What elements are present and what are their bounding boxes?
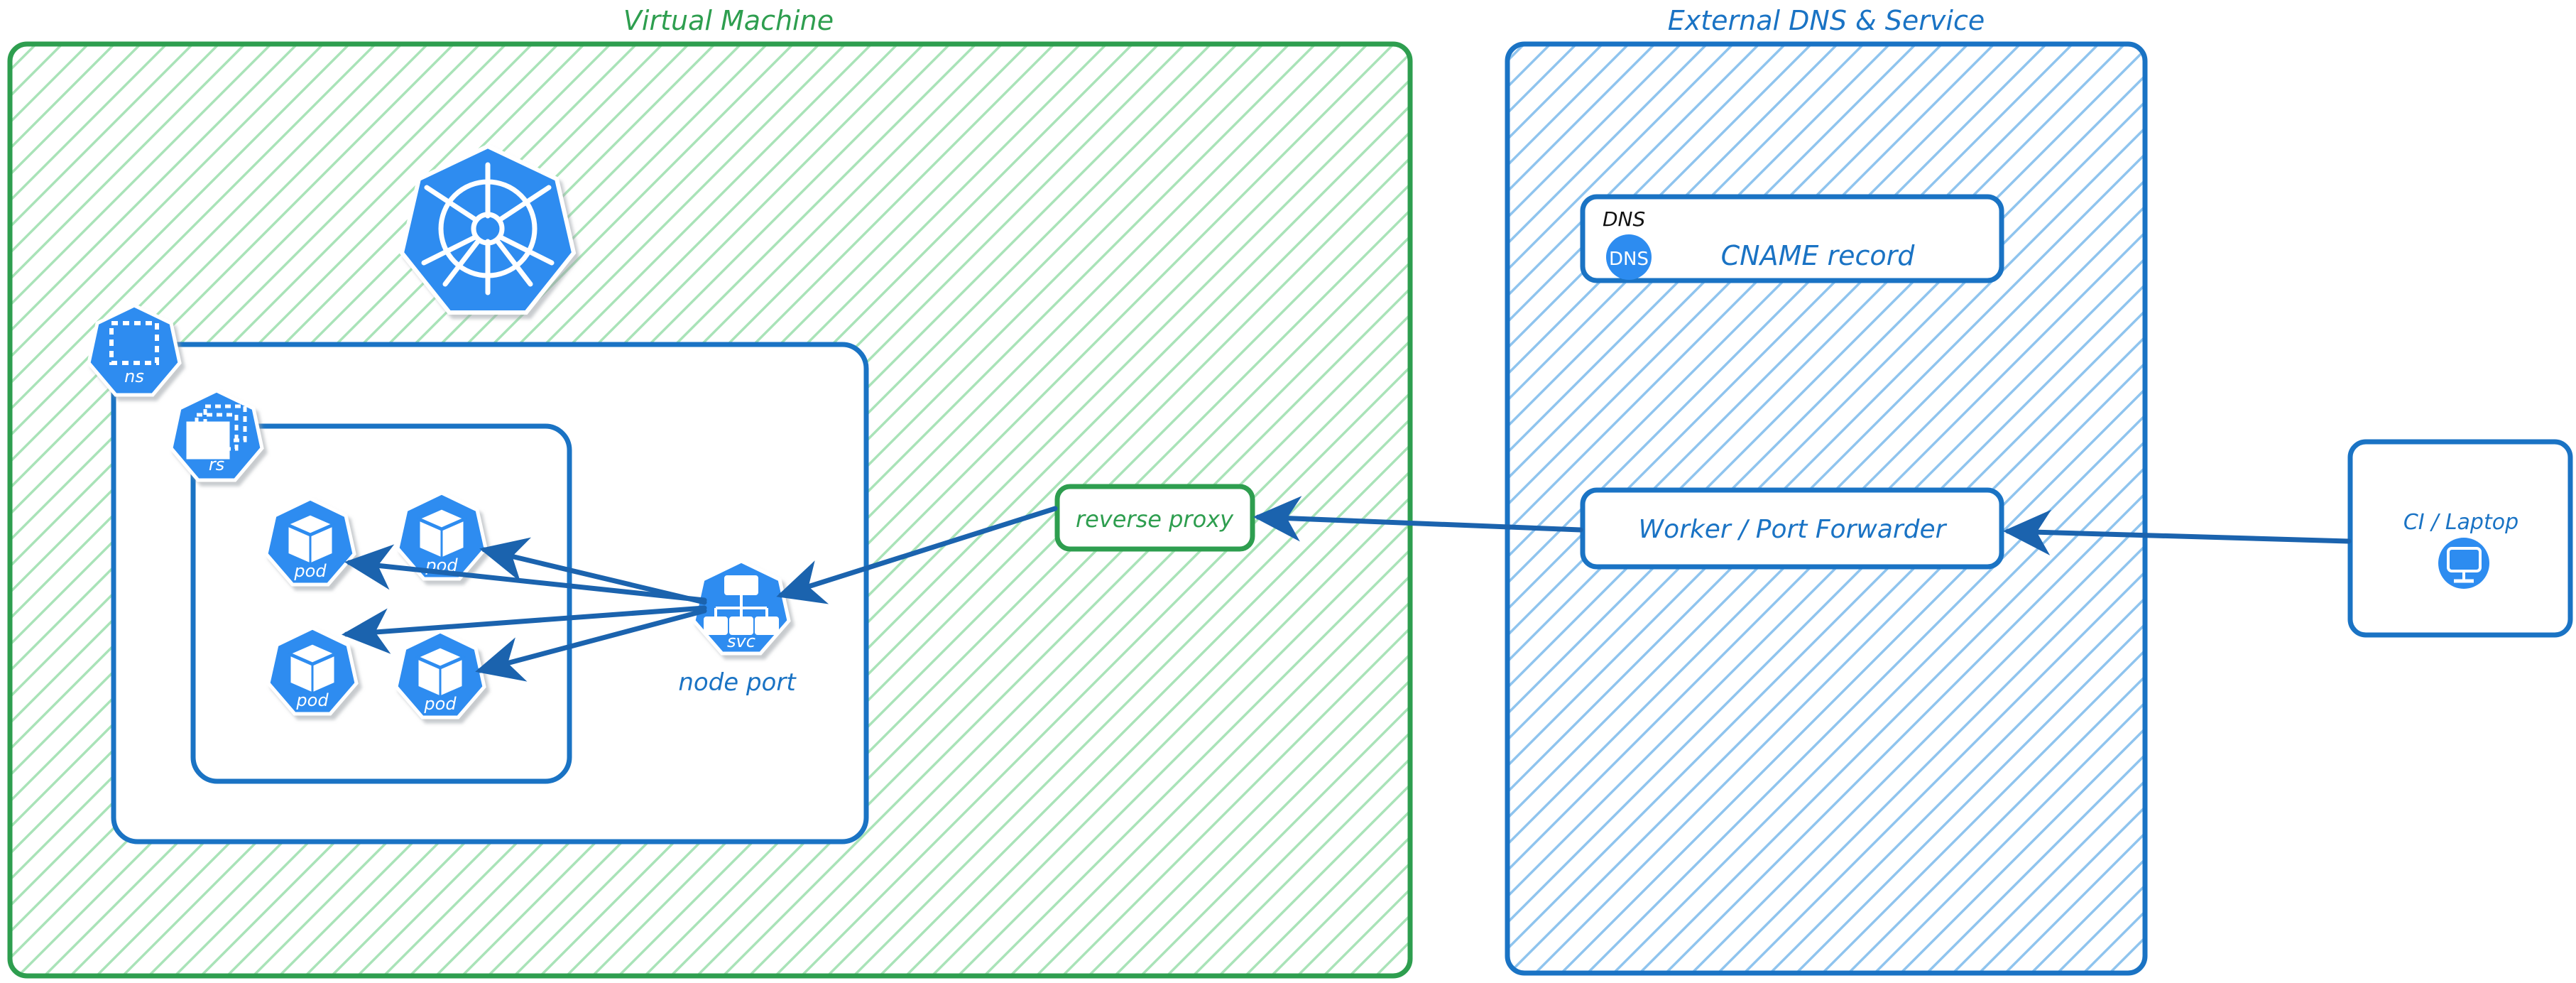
dns-caption: DNS [1603,207,1645,231]
dns-icon-label: DNS [1609,249,1649,270]
pod-4[interactable]: pod [394,629,486,719]
pod-3-label: pod [295,690,329,710]
arrow-svc-to-pod-4 [475,608,707,682]
monitor-icon [2438,538,2489,589]
arrow-worker-to-reverse-proxy [1253,496,1583,542]
arrows-layer [342,496,2352,682]
cname-record-node[interactable]: DNS DNS CNAME record [1580,194,2004,283]
namespace-icon [109,321,159,365]
replicaset-container [190,423,572,784]
arrow-ci-laptop-to-worker [2003,509,2352,555]
worker-port-forwarder-label: Worker / Port Forwarder [1639,515,1948,544]
external-dns-service-title: External DNS & Service [1668,5,1985,36]
cube-icon [416,507,467,560]
arrow-reverse-proxy-to-svc [776,506,1058,604]
cname-record-label: CNAME record [1721,240,1916,271]
replicaset-icon-front [186,421,230,460]
namespace-badge-label: ns [124,366,144,386]
node-port-caption: node port [678,668,797,697]
cube-icon [285,513,336,566]
kubernetes-logo [399,143,577,315]
cube-icon [415,646,466,699]
ci-laptop-node[interactable]: CI / Laptop [2347,439,2573,638]
pod-1-label: pod [293,561,327,581]
cube-icon [287,642,338,695]
virtual-machine-title: Virtual Machine [623,5,834,36]
pod-1[interactable]: pod [264,496,356,587]
reverse-proxy-node[interactable]: reverse proxy [1054,484,1255,552]
replicaset-badge-label: rs [209,455,224,474]
worker-port-forwarder-node[interactable]: Worker / Port Forwarder [1580,487,2004,570]
pod-2[interactable]: pod [395,491,488,581]
pod-3[interactable]: pod [266,626,359,716]
service-svc-label: svc [727,631,755,651]
service-tree-icon [704,575,779,635]
replicaset-badge: rs [169,389,264,482]
ci-laptop-label: CI / Laptop [2403,510,2518,535]
arrow-svc-to-pod-3 [342,605,707,654]
arrow-svc-to-pod-2 [479,537,707,605]
namespace-badge: ns [87,303,182,397]
dns-icon [1606,234,1652,280]
reverse-proxy-label: reverse proxy [1076,506,1234,533]
pod-4-label: pod [423,694,457,714]
